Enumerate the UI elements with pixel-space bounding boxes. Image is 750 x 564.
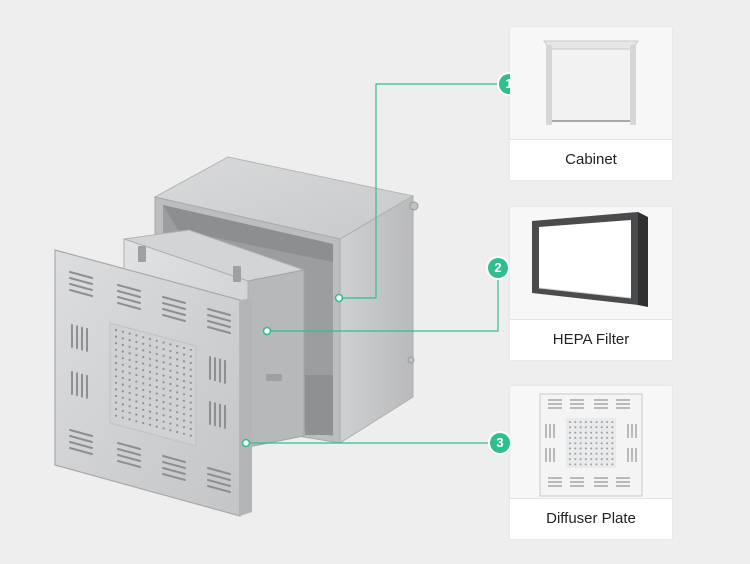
leader-line-hepa [267,278,499,332]
hepa-filter-label: HEPA Filter [552,331,630,348]
badge-hepa-filter: 2 [488,258,508,278]
diffuser-plate-illustration [54,249,252,517]
leader-dot-hepa [262,326,272,336]
badge-diffuser-plate: 3 [490,433,510,453]
diffuser-plate-thumbnail [510,386,672,498]
cabinet-label: Cabinet [565,151,617,168]
cabinet-thumbnail [510,27,672,139]
leader-lines [246,83,500,444]
diffuser-plate-card-divider [510,498,672,499]
hepa-filter-card: HEPA Filter [510,207,672,360]
leader-line-cabinet [339,83,500,299]
diffuser-plate-card: Diffuser Plate [510,386,672,539]
hepa-filter-card-divider [510,319,672,320]
leader-dot-cabinet [334,293,344,303]
diffuser-plate-label: Diffuser Plate [546,510,636,527]
leader-dot-diffuser [241,438,251,448]
cabinet-card: Cabinet [510,27,672,180]
hepa-filter-thumbnail [510,207,672,319]
cabinet-card-divider [510,139,672,140]
